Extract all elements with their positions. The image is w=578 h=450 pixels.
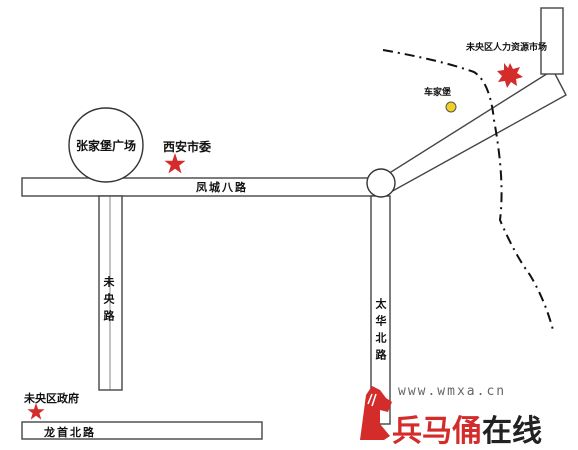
label-road-weiyang: 未央路 <box>102 276 115 327</box>
road-longshou-shape <box>21 421 263 440</box>
label-road-fengcheng: 凤城八路 <box>196 181 248 194</box>
roundabout-shape <box>366 168 396 198</box>
label-xian-party-committee: 西安市委 <box>163 140 212 154</box>
terracotta-horse-logo-icon <box>360 386 392 440</box>
road-diagonal-shape <box>370 69 567 194</box>
watermark-url: www.wmxa.cn <box>398 384 507 399</box>
hr-market-burst-icon <box>497 63 523 88</box>
party-committee-star-icon <box>164 153 186 174</box>
label-hr-market: 未央区人力资源市场 <box>466 43 548 53</box>
label-road-longshou: 龙首北路 <box>44 426 96 439</box>
road-north-shape <box>540 7 564 75</box>
label-zhangjiabao-plaza: 张家堡广场 <box>76 139 137 153</box>
watermark-brand-b: 在线 <box>482 414 542 449</box>
chejiabao-dot-icon <box>445 101 457 113</box>
label-district-government: 未央区政府 <box>24 392 79 405</box>
road-weiyang-shape <box>98 195 123 391</box>
horse-logo-mane <box>367 393 377 407</box>
label-chejiabao: 车家堡 <box>424 88 452 98</box>
watermark-brand: 兵马俑在线 <box>392 406 542 450</box>
label-road-taihua: 太华北路 <box>374 298 387 366</box>
plaza-circle <box>68 107 144 183</box>
district-boundary-line <box>382 49 554 331</box>
watermark-brand-a: 兵马俑 <box>392 414 482 449</box>
district-gov-star-icon <box>27 403 45 420</box>
